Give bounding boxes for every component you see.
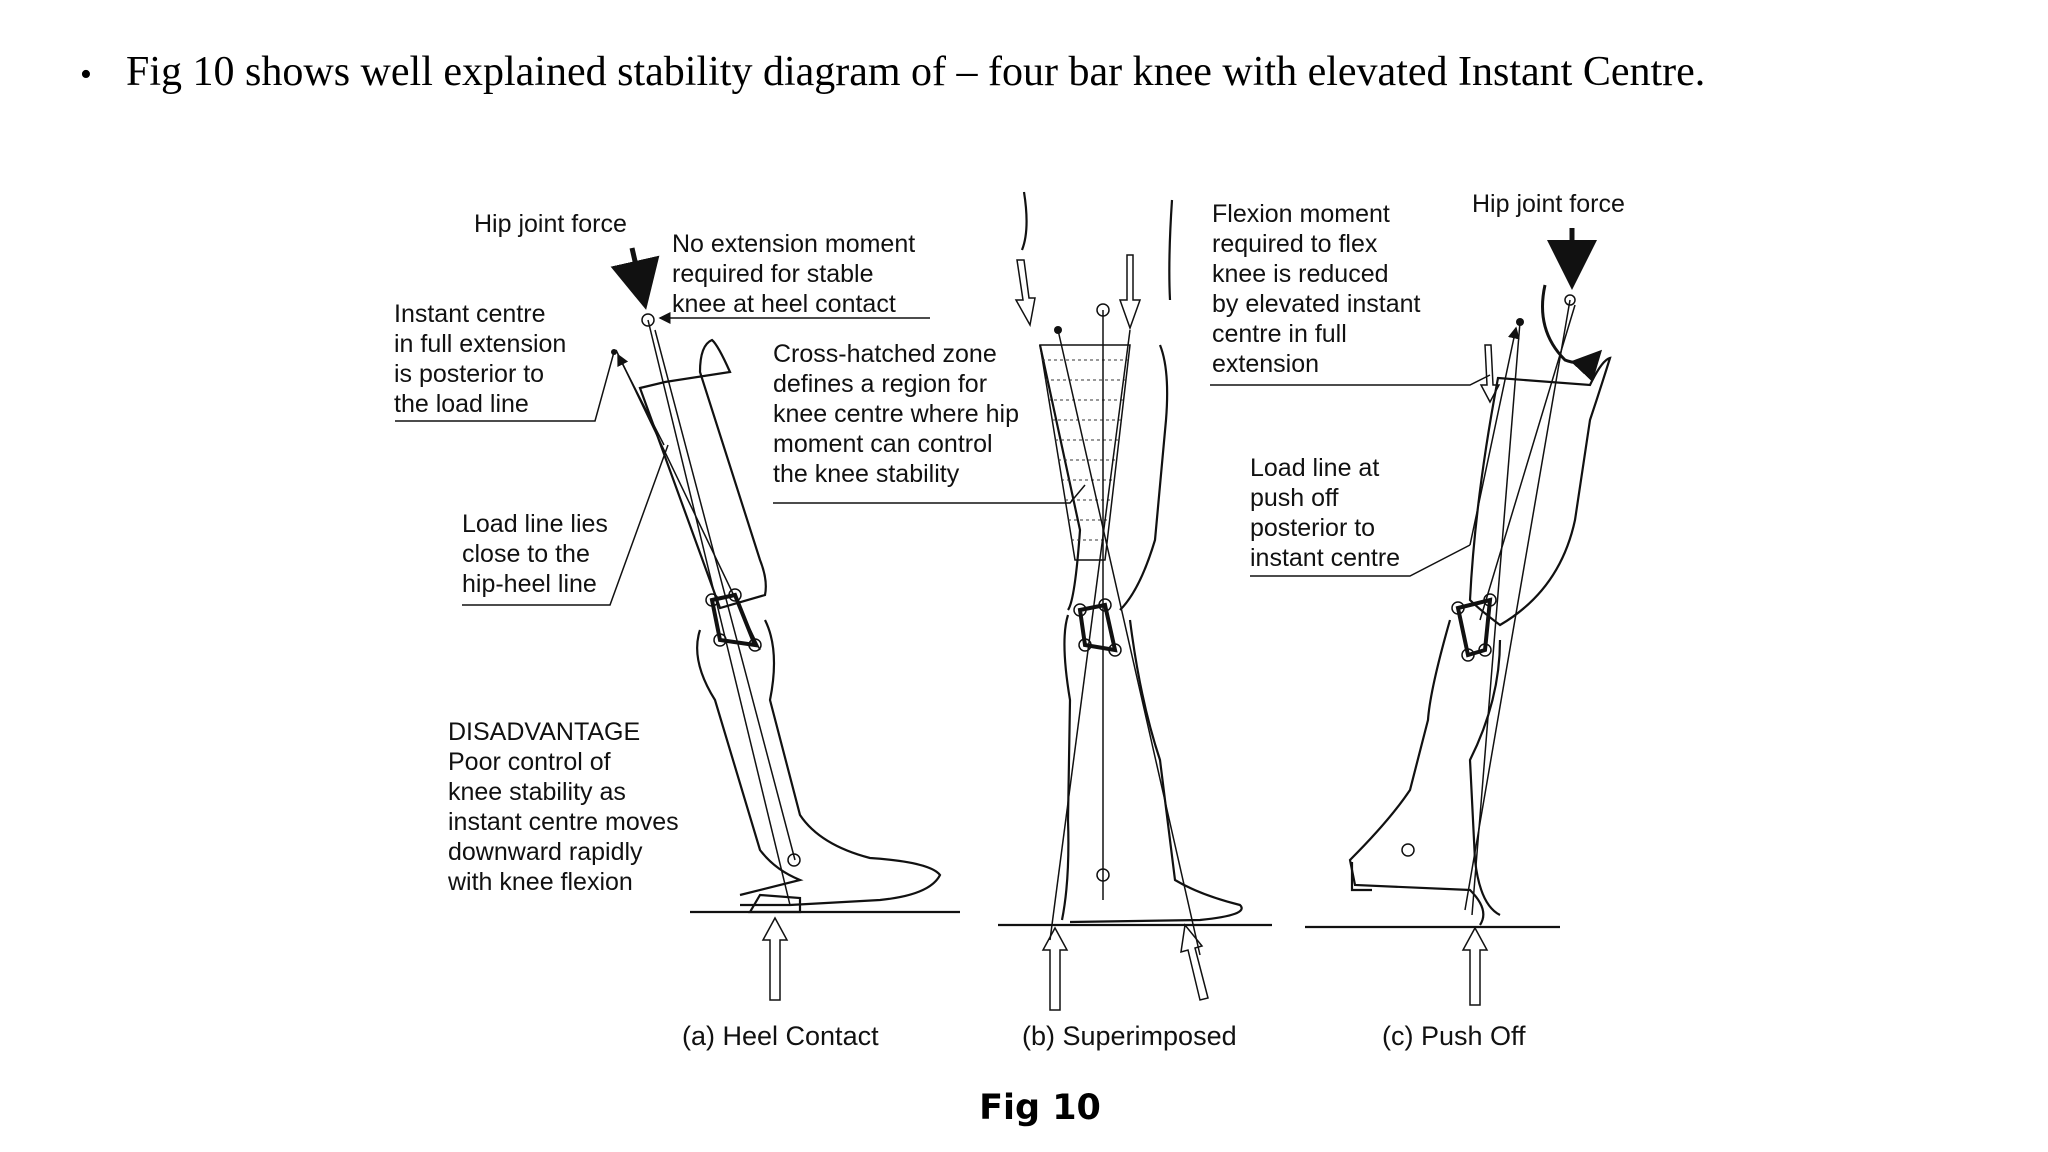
label-load-line-pushoff: Load line at push off posterior to insta… <box>1250 454 1400 572</box>
flexion-moment-arrow <box>1541 284 1603 382</box>
load-line-c-2 <box>1471 321 1521 916</box>
knee-marker-c <box>1401 843 1415 857</box>
hip-joint-point-a <box>641 313 655 327</box>
leader-flexion-moment <box>1210 374 1491 386</box>
foot-a <box>748 893 802 914</box>
heel-c <box>1350 862 1372 892</box>
panel-c-push-off: Flexion moment required to flex knee is … <box>1210 190 1625 1051</box>
load-line-c-1 <box>1464 299 1571 911</box>
load-line-c-3 <box>1479 304 1576 621</box>
socket-c <box>1468 356 1612 627</box>
arrow-to-instant-centre <box>617 353 665 446</box>
bullet-dot-icon: • <box>80 56 92 93</box>
label-load-line-hip-heel: Load line lies close to the hip-heel lin… <box>462 510 615 598</box>
caption-superimposed: (b) Superimposed <box>1022 1021 1237 1051</box>
panel-b-superimposed: Cross-hatched zone defines a region for … <box>773 191 1272 1051</box>
leader-cross-hatched <box>773 484 1086 504</box>
label-flexion-moment: Flexion moment required to flex knee is … <box>1212 200 1427 378</box>
caption-heel-contact: (a) Heel Contact <box>682 1021 879 1051</box>
label-disadvantage: DISADVANTAGE Poor control of knee stabil… <box>447 718 686 896</box>
load-line-b-3 <box>1049 329 1131 941</box>
load-line-b-2 <box>1057 329 1201 956</box>
four-bar-linkage-c <box>1451 593 1497 662</box>
knee-marker-b <box>1096 868 1110 882</box>
arrow-to-instant-centre-c <box>1469 326 1520 546</box>
hip-force-arrow-a <box>610 247 660 310</box>
hip-force-arrow-b-left <box>1014 259 1036 328</box>
label-no-extension: No extension moment required for stable … <box>672 230 922 318</box>
hip-heel-line-a <box>615 349 761 651</box>
ground-reaction-arrow-c <box>1461 926 1489 1006</box>
label-cross-hatched: Cross-hatched zone defines a region for … <box>773 340 1026 488</box>
shin-a <box>696 619 942 907</box>
label-instant-centre: Instant centre in full extension is post… <box>394 300 573 418</box>
ground-reaction-arrow-b-left <box>1041 926 1069 1011</box>
socket-a <box>638 338 767 610</box>
bullet-point: • Fig 10 shows well explained stability … <box>80 48 1705 96</box>
knee-marker-a <box>787 853 801 867</box>
hip-force-arrow-b-right <box>1118 254 1142 331</box>
label-hip-joint-force-c: Hip joint force <box>1472 190 1625 218</box>
shin-b <box>1060 614 1243 924</box>
leader-load-line-pushoff <box>1250 544 1471 577</box>
hip-joint-point-c <box>1564 294 1576 306</box>
panel-a-heel-contact: Hip joint force No extension moment requ… <box>394 210 960 1051</box>
label-hip-joint-force-a: Hip joint force <box>474 210 627 238</box>
instant-centre-point-c <box>1516 318 1524 326</box>
load-line-a <box>647 319 791 906</box>
bullet-text: Fig 10 shows well explained stability di… <box>126 49 1706 95</box>
caption-push-off: (c) Push Off <box>1382 1021 1526 1051</box>
shin-c <box>1348 619 1502 926</box>
knee-axis-a <box>654 329 796 861</box>
thigh-b <box>1020 191 1174 301</box>
cross-hatched-zone <box>1039 344 1131 561</box>
leader-load-line <box>462 444 669 606</box>
ground-reaction-arrow-b-right <box>1180 923 1209 1001</box>
ground-reaction-arrow-a <box>761 916 789 1001</box>
leader-instant-centre <box>395 351 615 422</box>
figure-caption: Fig 10 <box>979 1088 1101 1128</box>
four-bar-linkage-b <box>1073 598 1122 657</box>
hip-force-arrow-c-small <box>1479 344 1501 404</box>
socket-b <box>1038 344 1169 611</box>
